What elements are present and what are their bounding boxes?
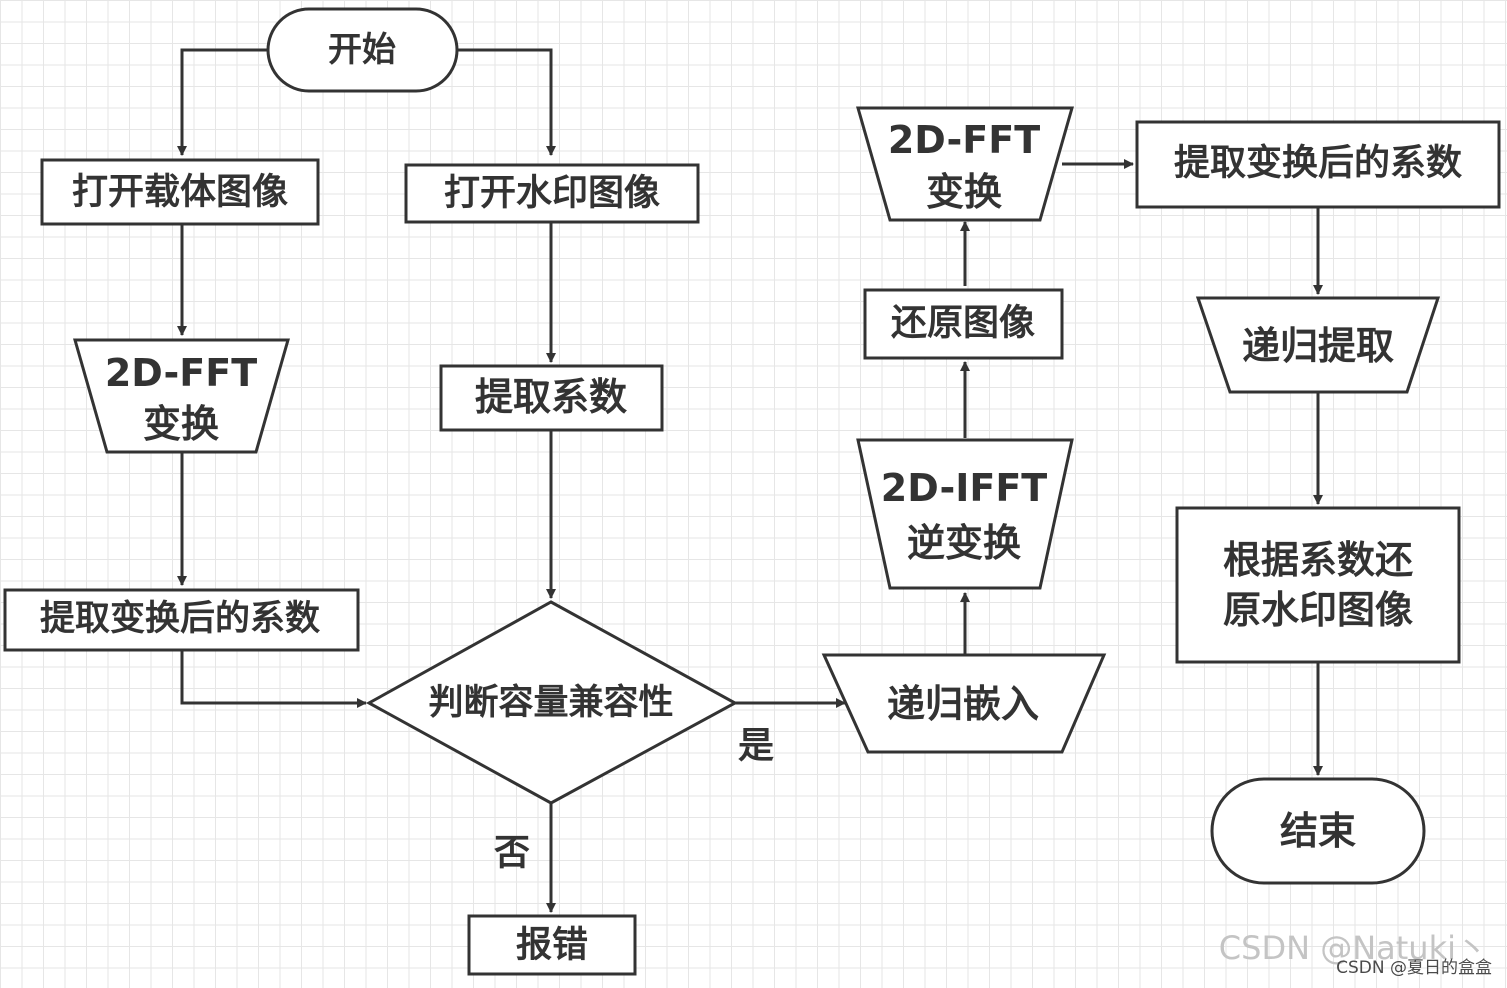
edge-label-no: 否 <box>494 833 530 874</box>
open-watermark-box <box>404 163 700 224</box>
ifft-label-line1: 2D-IFFT <box>881 466 1048 510</box>
fft-right-trapezoid <box>856 106 1074 222</box>
ifft-label-line2: 逆变换 <box>907 521 1021 565</box>
edge-start-to-open-cover <box>177 48 268 156</box>
shapes <box>3 7 1501 976</box>
error-label: 报错 <box>516 925 588 966</box>
watermark: CSDN @Natuki丶 CSDN @夏日的盒盒 <box>1219 929 1492 978</box>
fft-right-label-line1: 2D-FFT <box>888 118 1040 162</box>
open-cover-label: 打开载体图像 <box>72 172 288 213</box>
restore-watermark-box <box>1175 506 1461 664</box>
node-labels: 开始 打开载体图像 打开水印图像 2D-FFT 变换 提取系数 提取变换后的系数… <box>40 30 1462 966</box>
fft-right-label-line2: 变换 <box>926 170 1002 214</box>
ifft-trapezoid <box>856 438 1074 590</box>
recursive-embed-label: 递归嵌入 <box>887 682 1039 726</box>
extract-transformed-right-label: 提取变换后的系数 <box>1174 142 1462 184</box>
edge-labels: 是 否 <box>494 726 774 874</box>
end-terminal <box>1210 777 1426 885</box>
error-box <box>467 914 637 976</box>
edge-start-to-open-watermark <box>457 48 556 156</box>
extract-coeff-label: 提取系数 <box>475 375 627 419</box>
extract-transformed-right-box <box>1135 120 1501 209</box>
edge-label-yes: 是 <box>738 726 774 767</box>
end-label: 结束 <box>1280 809 1356 853</box>
watermark-sub: CSDN @夏日的盒盒 <box>1336 958 1492 978</box>
restore-image-label: 还原图像 <box>891 303 1035 344</box>
extract-transformed-left-label: 提取变换后的系数 <box>40 599 320 639</box>
judge-diamond <box>365 600 739 805</box>
restore-watermark-label-line2: 原水印图像 <box>1223 588 1413 632</box>
fft-left-trapezoid <box>73 338 290 454</box>
judge-capacity-label: 判断容量兼容性 <box>428 683 673 723</box>
watermark-main: CSDN @Natuki丶 <box>1219 929 1488 967</box>
fft-left-label-line2: 变换 <box>143 402 219 446</box>
extract-coeff-box <box>439 364 664 432</box>
start-terminal <box>266 7 459 93</box>
open-watermark-label: 打开水印图像 <box>444 173 660 214</box>
recursive-embed-trapezoid <box>821 653 1107 754</box>
restore-watermark-label-line1: 根据系数还 <box>1223 538 1413 582</box>
edge-extract-left-to-judge <box>180 650 367 708</box>
open-cover-box <box>40 158 320 226</box>
start-label: 开始 <box>328 30 396 70</box>
recursive-extract-label: 递归提取 <box>1242 324 1394 368</box>
recursive-extract-trapezoid <box>1195 296 1441 394</box>
restore-image-box <box>863 288 1064 360</box>
extract-transformed-left-box <box>3 588 360 652</box>
edges <box>177 48 1323 913</box>
fft-left-label-line1: 2D-FFT <box>105 351 257 395</box>
